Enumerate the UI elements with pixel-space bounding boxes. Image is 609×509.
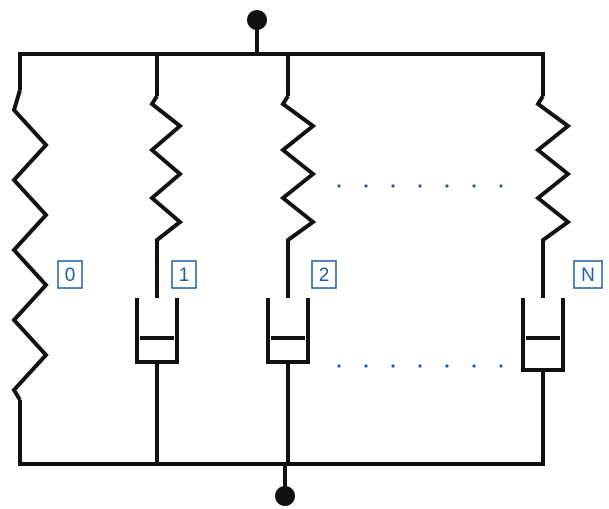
- ellipsis-dot: [364, 364, 368, 368]
- label-text: N: [581, 265, 595, 286]
- label-box: [171, 260, 197, 289]
- frame: [18, 52, 545, 466]
- label-text: 1: [179, 265, 190, 286]
- label-branch-1: 1: [171, 260, 197, 289]
- branch-n-spring: [534, 94, 572, 298]
- ellipsis-dot: [391, 184, 395, 188]
- ellipsis-lower: [337, 364, 503, 368]
- branch-2: [266, 54, 317, 464]
- ellipsis-dot: [472, 364, 476, 368]
- ellipsis-upper: [337, 184, 503, 188]
- label-box: [57, 260, 83, 289]
- ellipsis-dot: [391, 364, 395, 368]
- label-branch-2: 2: [311, 260, 337, 289]
- branch-2-dashpot-cylinder: [266, 298, 310, 364]
- branch-0: [11, 89, 49, 402]
- ellipsis-dot: [337, 364, 341, 368]
- ellipsis-dot: [499, 364, 503, 368]
- label-text: 2: [319, 265, 330, 286]
- label-box: [573, 260, 603, 289]
- ellipsis-dot: [418, 364, 422, 368]
- ellipsis-dot: [445, 364, 449, 368]
- ellipsis-dot: [364, 184, 368, 188]
- ellipsis-dot: [337, 184, 341, 188]
- ellipsis-dot: [445, 184, 449, 188]
- branch-0-spring: [11, 89, 49, 402]
- bottom-terminal-dot: [275, 486, 295, 506]
- branch-1: [135, 54, 184, 464]
- label-branch-n: N: [573, 260, 603, 289]
- top-terminal: [247, 10, 267, 54]
- label-branch-0: 0: [57, 260, 83, 289]
- label-text: 0: [65, 265, 76, 286]
- branch-2-spring: [279, 94, 317, 298]
- ellipsis-dot: [472, 184, 476, 188]
- branch-1-spring: [148, 94, 184, 298]
- label-box: [311, 260, 337, 289]
- ellipsis-dot: [499, 184, 503, 188]
- branch-1-dashpot-cylinder: [135, 298, 179, 364]
- branch-n: [521, 94, 572, 372]
- ellipsis-dot: [418, 184, 422, 188]
- top-terminal-dot: [247, 10, 267, 30]
- bottom-terminal: [275, 464, 295, 506]
- branch-n-dashpot-cylinder: [521, 298, 565, 372]
